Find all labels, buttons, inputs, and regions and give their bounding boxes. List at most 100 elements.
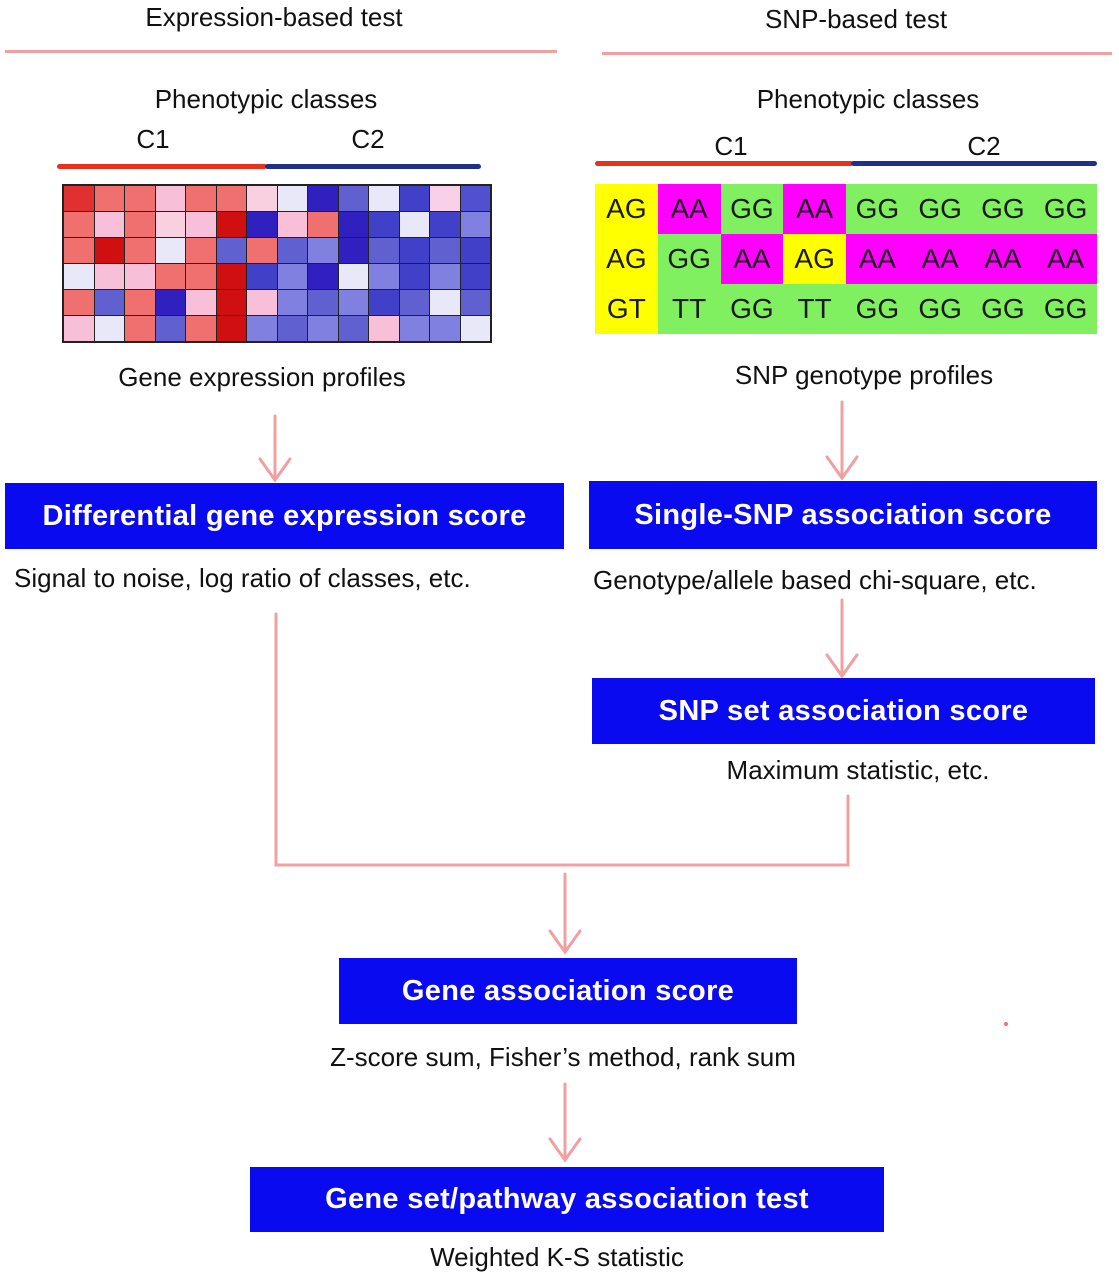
snp-genotype-cell: AA [971,234,1035,284]
heatmap-cell [308,316,338,341]
heatmap-cell [430,238,460,263]
snp-genotype-cell: AA [783,184,846,234]
left-header-rule [5,50,557,53]
heatmap-cell [155,264,185,289]
heatmap-cell [460,186,490,211]
heatmap-cell [277,238,307,263]
snp-genotype-cell: GG [657,234,721,284]
heatmap-cell [247,316,277,341]
heatmap-cell [155,212,185,237]
heatmap-cell [94,238,124,263]
heatmap-cell [308,212,338,237]
differential-score-note: Signal to noise, log ratio of classes, e… [14,563,471,593]
heatmap-cell [338,238,368,263]
gene-expression-profiles-label: Gene expression profiles [118,362,406,392]
left-class-c2-bar [265,164,481,169]
heatmap-cell [186,290,216,315]
left-class-c1-bar [57,164,267,169]
heatmap-cell [338,316,368,341]
left-class-c2-label: C2 [351,124,385,154]
expression-test-header: Expression-based test [145,2,403,32]
snp-genotype-cell: GG [846,284,909,334]
heatmap-cell [64,316,94,341]
snp-genotype-cell: GG [1034,284,1097,334]
heatmap-cell [430,212,460,237]
heatmap-cell [155,290,185,315]
heatmap-cell [94,186,124,211]
heatmap-cell [125,186,155,211]
heatmap-cell [399,290,429,315]
heatmap-cell [94,290,124,315]
single-snp-association-score-box: Single-SNP association score [589,481,1097,549]
heatmap-cell [369,238,399,263]
heatmap-cell [399,264,429,289]
heatmap-cell [277,264,307,289]
snp-genotype-cell: TT [657,284,721,334]
heatmap-cell [216,238,246,263]
heatmap-cell [186,186,216,211]
gene-association-note: Z-score sum, Fisher’s method, rank sum [330,1042,796,1072]
right-class-c2-bar [851,161,1097,166]
heatmap-cell [216,212,246,237]
right-class-c2-label: C2 [967,131,1001,161]
heatmap-cell [125,212,155,237]
left-phenotypic-classes-title: Phenotypic classes [154,84,378,114]
gene-expression-heatmap [62,184,492,343]
heatmap-cell [460,316,490,341]
heatmap-cell [308,264,338,289]
heatmap-cell [460,212,490,237]
heatmap-cell [399,316,429,341]
heatmap-cell [186,316,216,341]
snp-test-header: SNP-based test [764,4,948,34]
heatmap-cell [186,238,216,263]
heatmap-cell [64,290,94,315]
right-class-c1-label: C1 [714,131,748,161]
heatmap-cell [460,238,490,263]
heatmap-cell [247,290,277,315]
gene-set-pathway-test-box: Gene set/pathway association test [250,1167,884,1232]
heatmap-cell [155,316,185,341]
heatmap-cell [399,212,429,237]
snp-genotype-cell: AA [908,234,972,284]
heatmap-cell [399,186,429,211]
heatmap-cell [430,290,460,315]
heatmap-cell [216,186,246,211]
heatmap-cell [186,212,216,237]
heatmap-cell [125,238,155,263]
differential-gene-expression-score-box: Differential gene expression score [5,483,564,549]
snp-set-score-note: Maximum statistic, etc. [726,755,990,785]
heatmap-cell [277,212,307,237]
snp-genotype-cell: GG [908,184,972,234]
snp-genotype-cell: AA [720,234,784,284]
heatmap-cell [460,264,490,289]
snp-set-association-score-box: SNP set association score [592,678,1095,744]
heatmap-cell [125,264,155,289]
snp-genotype-cell: GG [720,284,784,334]
heatmap-cell [216,316,246,341]
snp-genotype-cell: AG [595,234,658,284]
heatmap-cell [247,264,277,289]
heatmap-cell [64,264,94,289]
heatmap-cell [460,290,490,315]
snp-genotype-cell: GG [1034,184,1097,234]
heatmap-cell [186,264,216,289]
heatmap-cell [94,212,124,237]
pathway-test-note: Weighted K-S statistic [430,1242,684,1272]
snp-genotype-cell: AA [657,184,721,234]
heatmap-cell [64,238,94,263]
stray-dot [1004,1022,1008,1026]
arrowhead-merge-to-gene [548,929,582,955]
heatmap-cell [369,290,399,315]
heatmap-cell [369,264,399,289]
heatmap-cell [155,186,185,211]
heatmap-cell [308,290,338,315]
snp-genotype-cell: GG [846,184,909,234]
heatmap-cell [338,212,368,237]
heatmap-cell [64,186,94,211]
right-header-rule [602,52,1112,55]
heatmap-cell [338,264,368,289]
gene-association-score-box: Gene association score [339,958,797,1024]
heatmap-cell [247,238,277,263]
